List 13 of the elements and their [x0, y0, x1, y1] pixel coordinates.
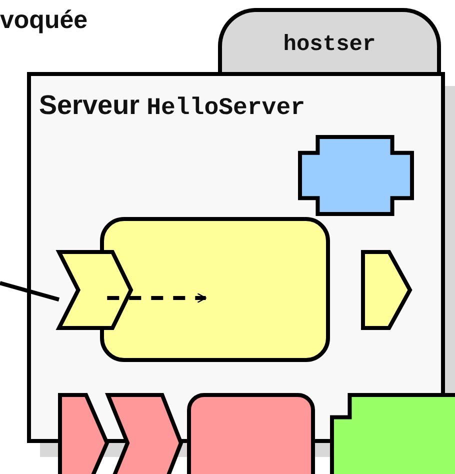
server-class-name: HelloServer [146, 95, 306, 122]
host-name: hostser [283, 32, 376, 58]
pentagon-shape [58, 393, 109, 474]
dashed-arrow [107, 292, 206, 304]
cross-shape [298, 135, 414, 216]
server-title: Serveur [39, 90, 140, 121]
chevron-shape [106, 393, 183, 474]
chevron-shape [57, 250, 133, 330]
caption-text: voquée [0, 6, 88, 35]
pentagon-shape [361, 250, 412, 330]
host-tab [218, 8, 441, 74]
rounded-box [187, 393, 315, 474]
connector-line [0, 281, 60, 302]
